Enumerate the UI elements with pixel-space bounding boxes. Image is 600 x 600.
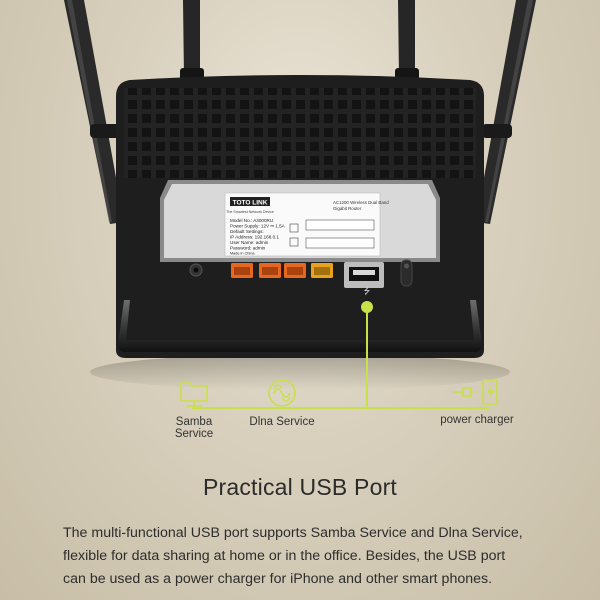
antenna-right-outer (476, 0, 536, 224)
vent-grid (124, 88, 476, 178)
router-stand (118, 300, 482, 352)
power-charger-icon (453, 379, 498, 405)
description-line: flexible for data sharing at home or in … (63, 548, 506, 564)
description-line: can be used as a power charger for iPhon… (63, 571, 493, 587)
feature-power-charger: power charger (432, 376, 522, 426)
feature-samba: Samba Service (158, 376, 230, 440)
label-line: Power Supply: 12V ⎓ 1.5A (230, 224, 286, 229)
floor-shadow (90, 354, 510, 390)
feature-label: power charger (440, 414, 514, 426)
antenna-right-inner (395, 0, 419, 82)
antenna-left-inner (180, 0, 204, 82)
tagline-text: The Smartest Network Device (226, 210, 274, 214)
label-line: Password: admin (230, 246, 266, 251)
description-line: The multi-functional USB port supports S… (63, 525, 523, 541)
certification-mark (289, 223, 299, 233)
page-title: Practical USB Port (202, 474, 398, 500)
feature-label: Dlna Service (249, 416, 315, 428)
folder-network-icon (180, 382, 208, 407)
barcode-box (305, 237, 375, 249)
wps-reset-button (400, 259, 413, 287)
usb-callout: ⭍ (192, 287, 490, 409)
label-line: User Name: admin (230, 240, 269, 245)
ethernet-ports (231, 263, 333, 278)
feature-dlna: Dlna Service (246, 376, 318, 428)
antenna-left-outer (64, 0, 124, 224)
label-line: Default Settings: (230, 229, 264, 234)
product-text: AC1200 Wireless Dual Band (333, 200, 389, 205)
label-line: Made in China (230, 252, 255, 256)
certification-mark (289, 237, 299, 247)
label-line: IP Address: 192.168.0.1 (230, 235, 279, 240)
brand-text: TOTO LINK (233, 200, 268, 207)
description: The multi-functional USB port supports S… (63, 522, 553, 591)
dlna-icon (268, 379, 296, 407)
feature-label: Samba Service (174, 416, 214, 440)
product-sub-text: Gigabit Router (333, 206, 362, 211)
barcode-box (305, 219, 375, 231)
usb-symbol-icon: ⭍ (364, 287, 371, 296)
label-line: Model No.: A3000RU (230, 218, 273, 223)
